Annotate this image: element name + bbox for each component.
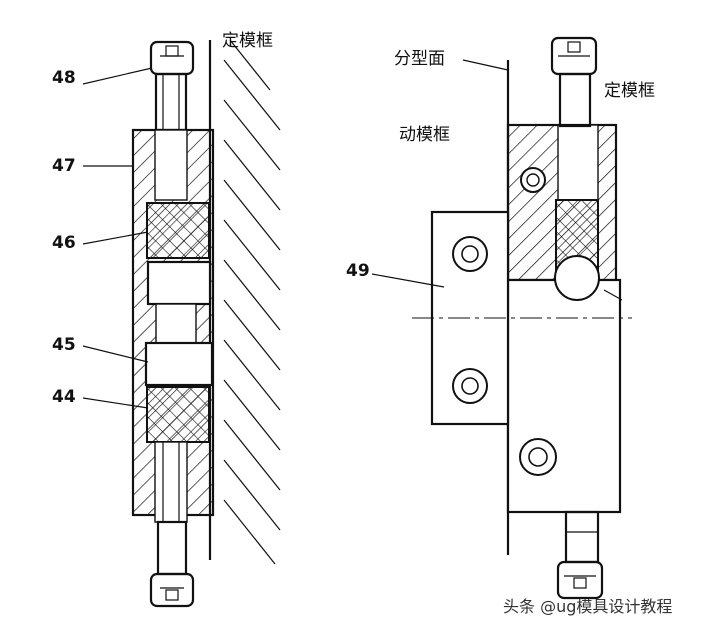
slug-45 [144, 341, 214, 387]
moving-frame-label: 动模框 [399, 125, 450, 145]
callout-47: 47 [52, 156, 76, 176]
callout-48: 48 [52, 68, 76, 88]
sleeve-body-47 [131, 128, 215, 517]
fixed-block [506, 123, 618, 282]
bottom-screw [149, 441, 195, 608]
watermark-text: 头条 @ug模具设计教程 [503, 597, 672, 616]
parting-plane-label: 分型面 [394, 49, 445, 69]
left-fixed-frame-label: 定模框 [222, 31, 273, 51]
callout-49: 49 [346, 261, 370, 281]
callout-46: 46 [52, 233, 76, 253]
left-view: 48 47 46 45 44 定模框 [52, 31, 281, 608]
fixed-frame-hatch [208, 39, 281, 565]
moving-block [506, 255, 623, 514]
callout-leaders-left [82, 67, 153, 409]
right-view: 分型面 定模框 动模框 49 [346, 36, 655, 600]
middle-slug [146, 260, 212, 345]
right-fixed-frame-label: 定模框 [604, 81, 655, 101]
right-bottom-screw [556, 510, 604, 600]
callout-44: 44 [52, 387, 76, 407]
bushing-44 [146, 386, 210, 443]
callout-49-leader [371, 273, 445, 288]
right-top-screw [550, 36, 598, 128]
callout-45: 45 [52, 335, 76, 355]
bushing-46 [146, 202, 210, 259]
